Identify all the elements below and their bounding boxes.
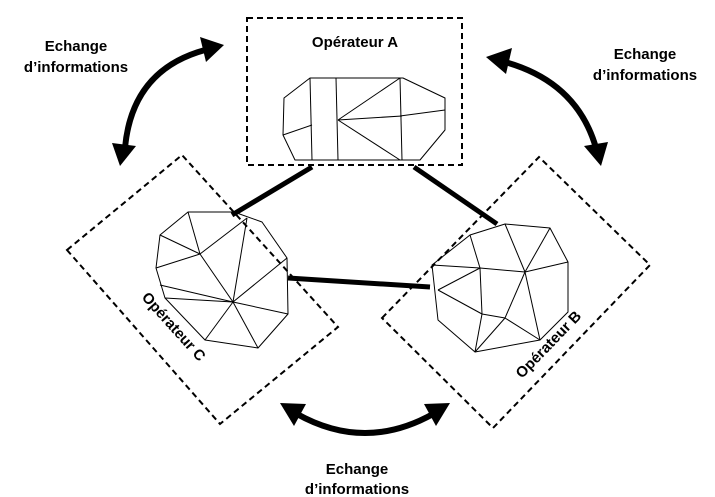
operator-a-box xyxy=(246,17,463,166)
operator-c: Opérateur C xyxy=(65,153,340,426)
exchange-label-top-right-line2: d’informations xyxy=(593,67,697,84)
exchange-arrow-top-right xyxy=(486,48,608,166)
exchange-arrow-top-left xyxy=(112,37,224,166)
operator-b-label: Opérateur B xyxy=(513,308,586,382)
exchange-label-bottom: Echange d’informations xyxy=(305,461,409,497)
operator-c-label: Opérateur C xyxy=(138,289,209,365)
exchange-label-top-left-line1: Echange xyxy=(45,38,108,55)
exchange-label-top-left-line2: d’informations xyxy=(24,59,128,76)
operator-c-mesh xyxy=(155,211,289,349)
operator-a: Opérateur A xyxy=(246,17,463,166)
link-a-c xyxy=(230,164,314,218)
operator-a-label: Opérateur A xyxy=(312,34,398,51)
exchange-arrow-bottom xyxy=(280,403,450,436)
exchange-label-top-right: Echange d’informations xyxy=(593,46,697,84)
exchange-label-top-right-line1: Echange xyxy=(614,46,677,63)
link-c-b xyxy=(287,275,431,290)
exchange-label-bottom-line2: d’informations xyxy=(305,481,409,497)
exchange-label-bottom-line1: Echange xyxy=(326,461,389,478)
operator-c-box xyxy=(65,153,340,426)
exchange-label-top-left: Echange d’informations xyxy=(24,38,128,76)
operator-b-mesh xyxy=(431,223,569,353)
link-a-b xyxy=(412,164,499,227)
operator-b: Opérateur B xyxy=(380,155,652,430)
operator-a-mesh xyxy=(282,77,446,161)
